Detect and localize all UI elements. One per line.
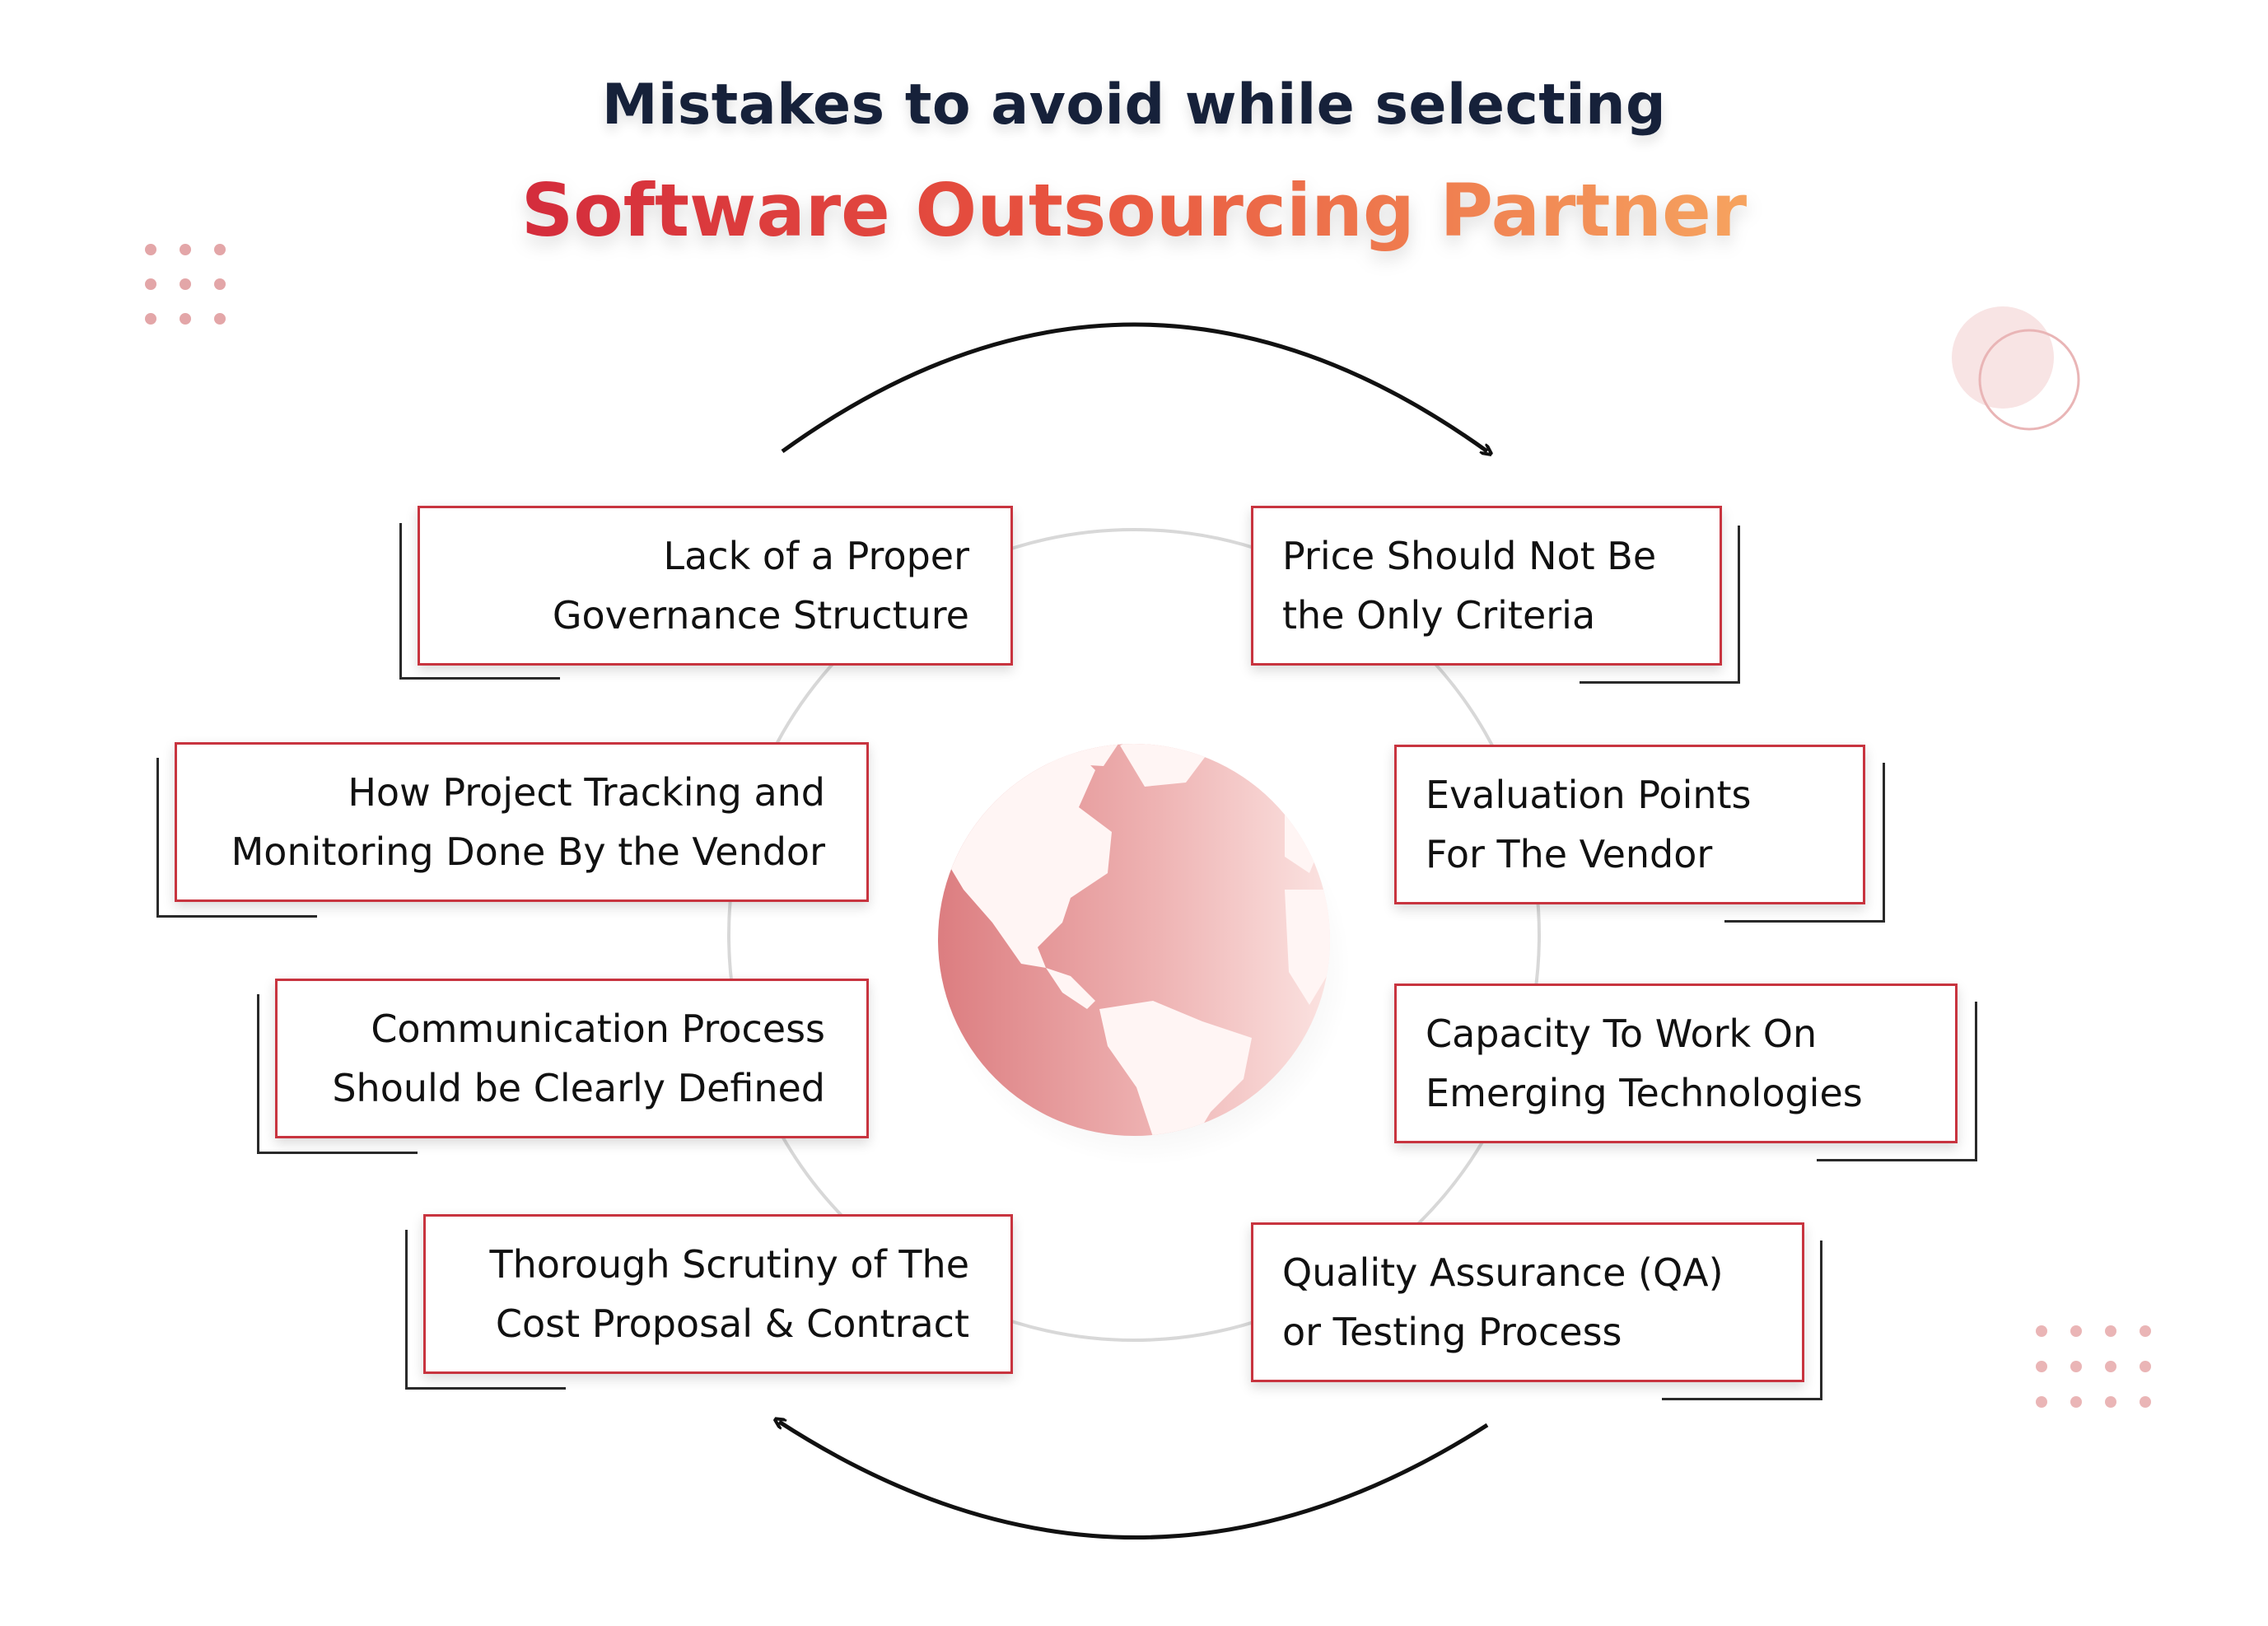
- mistake-card-technologies: Capacity To Work On Emerging Technologie…: [1394, 984, 1958, 1143]
- mistake-text: Evaluation Points For The Vendor: [1426, 773, 1752, 876]
- mistake-card-cost: Thorough Scrutiny of The Cost Proposal &…: [423, 1214, 1013, 1374]
- mistake-text: Capacity To Work On Emerging Technologie…: [1426, 1012, 1863, 1115]
- mistake-text: Price Should Not Be the Only Criteria: [1282, 534, 1657, 638]
- mistake-card-qa: Quality Assurance (QA) or Testing Proces…: [1251, 1222, 1804, 1382]
- bottom-arrow-icon: [779, 1422, 1489, 1540]
- card-bracket: [1817, 1002, 1977, 1161]
- mistake-card-governance: Lack of a Proper Governance Structure: [418, 506, 1013, 666]
- mistake-card-evaluation: Evaluation Points For The Vendor: [1394, 745, 1865, 904]
- title-highlight: Software Outsourcing Partner: [520, 168, 1748, 253]
- card-bracket: [156, 758, 317, 918]
- title-line-2: Software Outsourcing Partner: [0, 169, 2268, 252]
- card-bracket: [1580, 526, 1740, 684]
- card-bracket: [1724, 763, 1885, 923]
- title-line-1: Mistakes to avoid while selecting: [601, 72, 1667, 138]
- dot-grid-bottom-right: [2036, 1325, 2151, 1408]
- card-bracket: [1662, 1241, 1822, 1400]
- mistake-card-price: Price Should Not Be the Only Criteria: [1251, 506, 1722, 666]
- card-bracket: [399, 523, 560, 680]
- decorative-circles: [1952, 306, 2080, 431]
- mistake-card-communication: Communication Process Should be Clearly …: [275, 979, 869, 1138]
- mistake-text: Thorough Scrutiny of The Cost Proposal &…: [489, 1242, 969, 1346]
- mistake-card-tracking: How Project Tracking and Monitoring Done…: [175, 742, 869, 902]
- top-arrow-icon: [781, 322, 1487, 451]
- mistake-text: Lack of a Proper Governance Structure: [552, 534, 969, 638]
- mistake-text: Communication Process Should be Clearly …: [332, 1007, 825, 1110]
- mistake-text: Quality Assurance (QA) or Testing Proces…: [1282, 1250, 1724, 1354]
- globe-icon: [938, 744, 1351, 1166]
- center-ring: [727, 528, 1541, 1342]
- card-bracket: [257, 994, 418, 1154]
- mistake-text: How Project Tracking and Monitoring Done…: [231, 770, 825, 874]
- card-bracket: [405, 1230, 566, 1390]
- dot-grid-top-left: [145, 244, 226, 325]
